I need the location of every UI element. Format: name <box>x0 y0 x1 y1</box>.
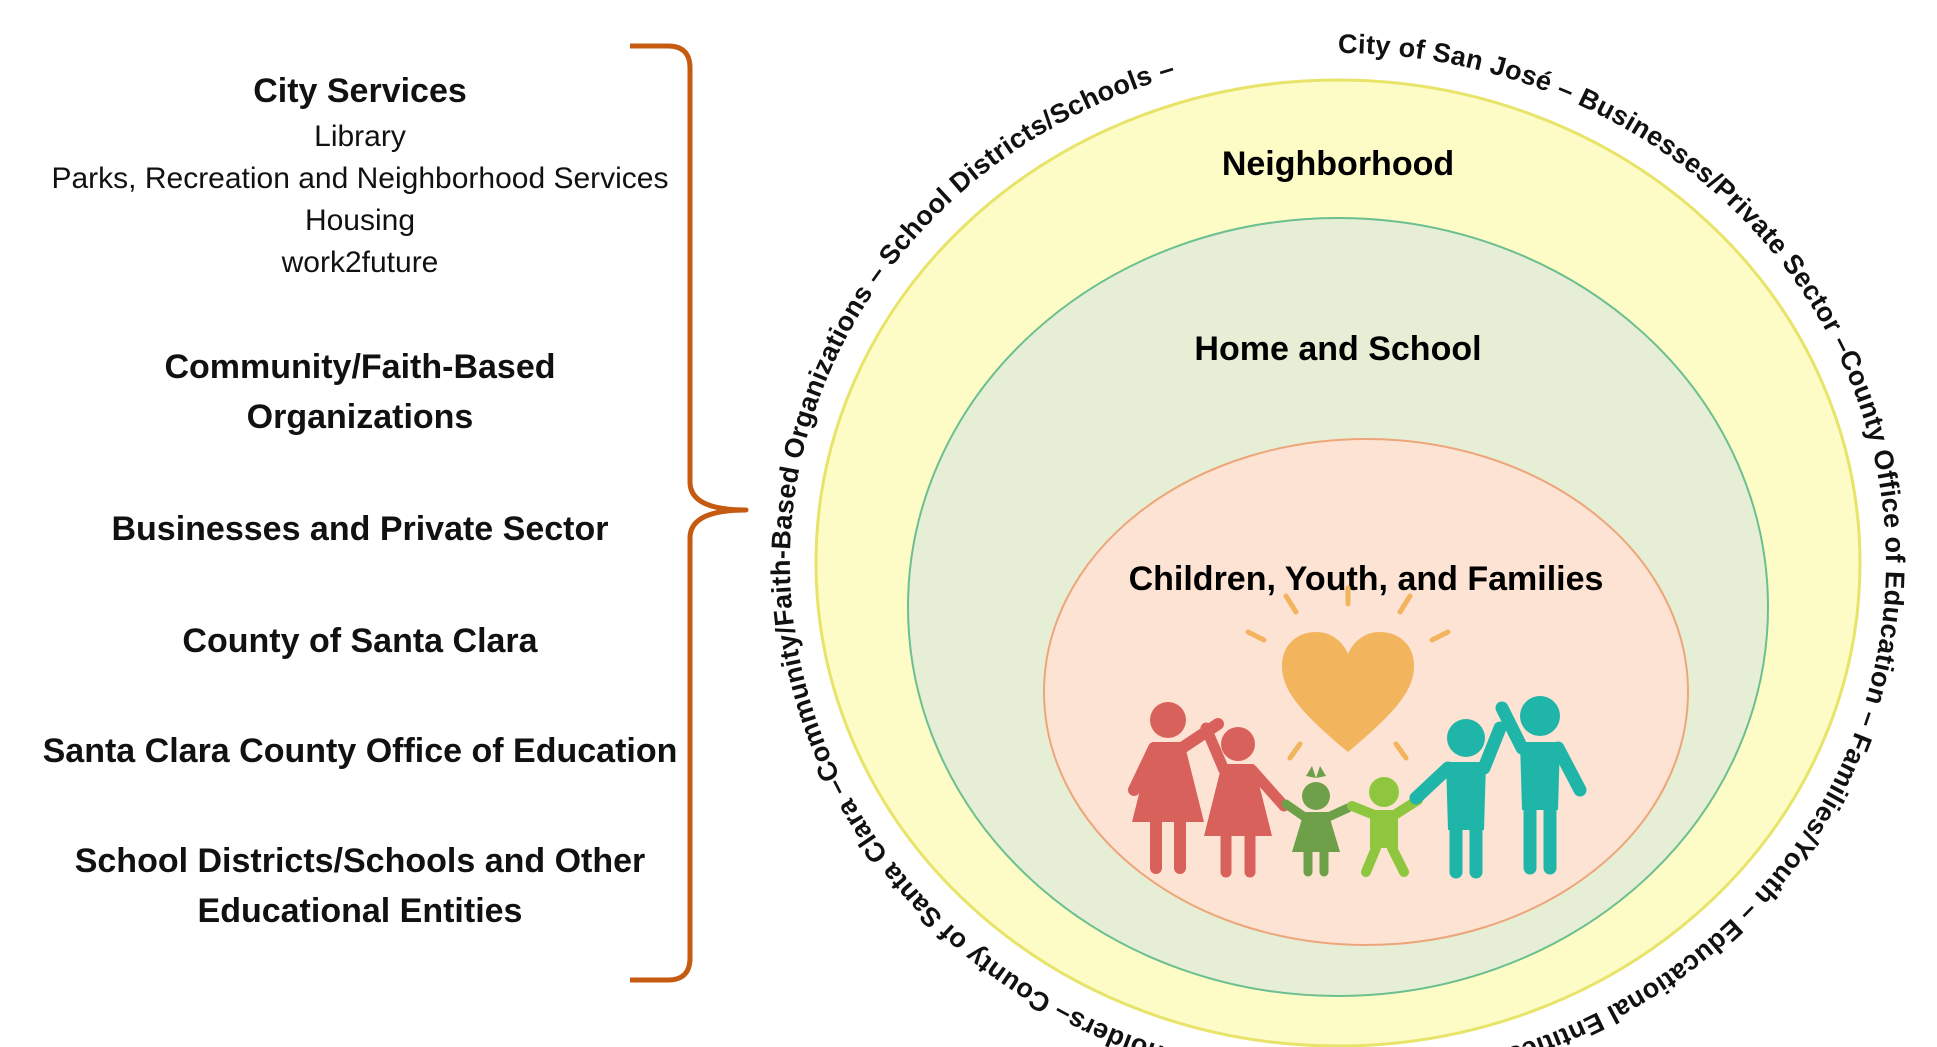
family-label: Children, Youth, and Families <box>1129 560 1604 598</box>
neighborhood-label: Neighborhood <box>1222 145 1454 183</box>
woman-figure-icon <box>1200 722 1290 878</box>
man-figure-icon <box>1495 696 1587 875</box>
woman-figure-icon <box>1128 702 1224 874</box>
city-service-item: Housing <box>304 204 416 237</box>
home-school-label: Home and School <box>1194 330 1481 368</box>
boy-figure-icon <box>1347 777 1423 877</box>
city-service-item: Library <box>314 120 406 153</box>
community-block: Community/Faith-Based Organizations <box>0 342 720 442</box>
heart-icon <box>1245 585 1451 761</box>
schools-line-2: Educational Entities <box>197 892 523 930</box>
office-education-label: Santa Clara County Office of Education <box>42 732 678 770</box>
city-services-block: City Services Library Parks, Recreation … <box>0 66 720 284</box>
man-figure-icon <box>1409 719 1507 879</box>
city-services-heading: City Services <box>253 72 467 110</box>
community-line-1: Community/Faith-Based <box>164 348 556 386</box>
community-line-2: Organizations <box>246 398 474 436</box>
county-label: County of Santa Clara <box>182 622 538 660</box>
left-panel: City Services Library Parks, Recreation … <box>0 0 720 1047</box>
businesses-label: Businesses and Private Sector <box>111 510 609 548</box>
schools-block: School Districts/Schools and Other Educa… <box>0 836 720 936</box>
city-service-item: Parks, Recreation and Neighborhood Servi… <box>51 162 669 195</box>
schools-line-1: School Districts/Schools and Other <box>74 842 646 880</box>
curly-bracket <box>630 43 749 983</box>
city-service-item: work2future <box>281 246 439 279</box>
family-figures-icon <box>1128 696 1587 879</box>
girl-figure-icon <box>1281 766 1353 877</box>
